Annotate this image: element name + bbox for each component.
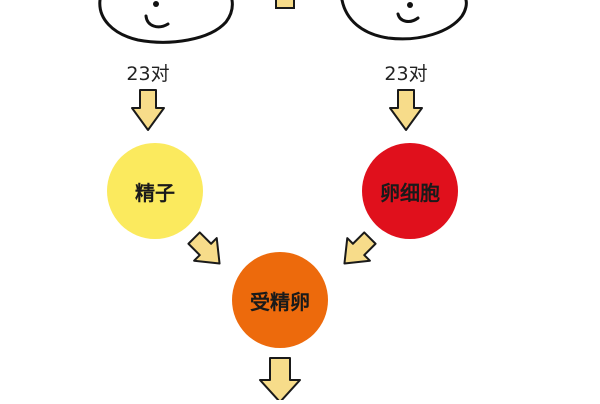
top-arrow-stub: [275, 0, 295, 9]
zygote-label: 受精卵: [250, 289, 310, 314]
zygote-node: 受精卵: [232, 252, 328, 348]
sperm-to-zygote-arrow: [187, 231, 221, 265]
egg-cell-node: 卵细胞: [362, 143, 458, 239]
sperm-node: 精子: [107, 143, 203, 239]
egg-to-zygote-arrow: [343, 231, 377, 265]
left-face-smile: [144, 14, 170, 29]
left-face-eye: [153, 1, 159, 7]
left-chromosome-label: 23对: [126, 63, 170, 85]
right-down-arrow: [389, 89, 423, 131]
right-parent-face: [340, 0, 468, 41]
right-face-smile: [396, 12, 420, 23]
right-face-eye: [407, 2, 413, 8]
sperm-label: 精子: [135, 180, 175, 205]
left-down-arrow: [131, 89, 165, 131]
egg-cell-label: 卵细胞: [380, 180, 440, 205]
bottom-down-arrow: [259, 357, 301, 403]
left-parent-face: [98, 0, 234, 44]
right-chromosome-label: 23对: [384, 63, 428, 85]
